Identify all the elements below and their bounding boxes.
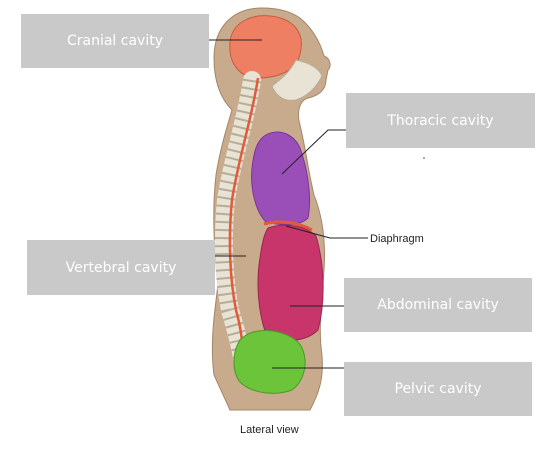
spinal-cord xyxy=(228,77,260,346)
abdominal-cavity-label: Abdominal cavity xyxy=(344,278,532,332)
figure-caption: Lateral view xyxy=(240,424,299,436)
pelvic-cavity-label: Pelvic cavity xyxy=(344,362,532,416)
skull-face-bones xyxy=(271,59,323,101)
cranial-cavity-label: Cranial cavity xyxy=(21,14,209,68)
vertebral-cavity-label: Vertebral cavity xyxy=(27,240,215,295)
abdominal-cavity-shape xyxy=(257,224,324,341)
leader-line-thoracic xyxy=(281,129,346,175)
vertebral-segments xyxy=(214,78,261,360)
leader-line-diaphragm xyxy=(285,225,368,239)
thoracic-cavity-label: Thoracic cavity xyxy=(346,93,535,148)
diaphragm-label: Diaphragm xyxy=(370,233,424,245)
diaphragm-shape xyxy=(263,220,313,232)
dot-mark xyxy=(423,157,425,159)
pelvic-cavity-shape xyxy=(233,329,306,394)
